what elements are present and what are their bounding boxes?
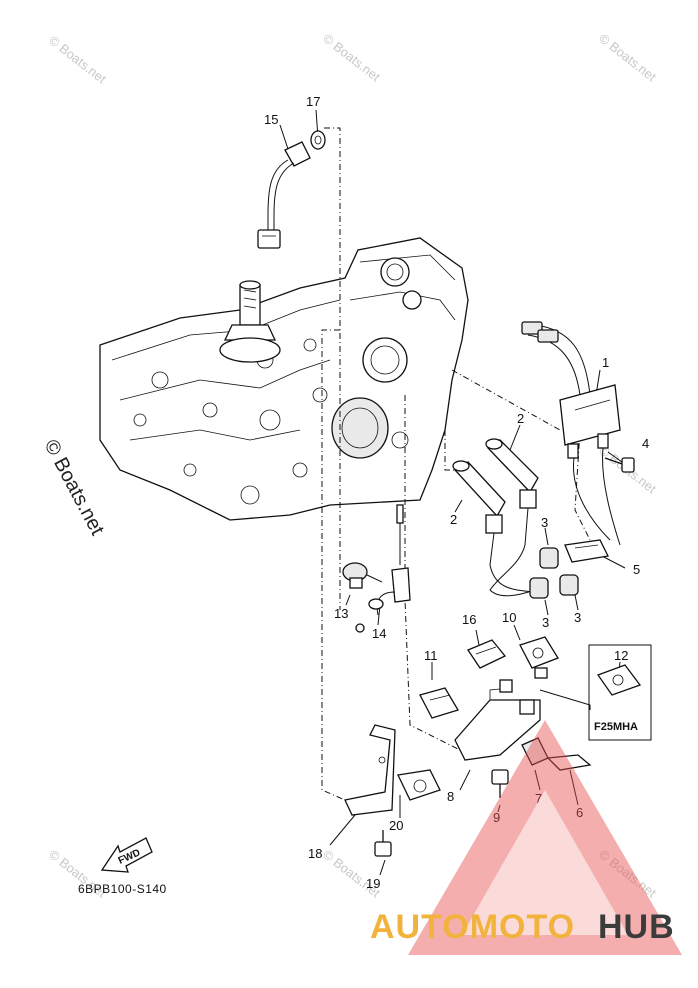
part-8-bracket (454, 679, 541, 761)
callout-2-lower: 2 (450, 512, 457, 527)
diagram-code: 6BPB100-S140 (78, 882, 167, 896)
part-4-bolt (604, 457, 635, 473)
part-15-temperature-sensor (257, 141, 311, 249)
part-16-clamp (467, 639, 507, 669)
callout-10: 10 (502, 610, 516, 625)
callout-5: 5 (633, 562, 640, 577)
callout-13: 13 (334, 606, 348, 621)
watermark-top-right: © Boats.net (596, 31, 659, 85)
part-9-bolt (491, 769, 509, 798)
watermark-top-left: © Boats.net (46, 33, 109, 87)
callout-3-upper: 3 (541, 515, 548, 530)
callout-17: 17 (306, 94, 320, 109)
callout-7: 7 (535, 791, 542, 806)
variant-box-label: F25MHA (594, 721, 638, 733)
part-5-holder (564, 539, 609, 563)
callout-19: 19 (366, 876, 380, 891)
callout-11: 11 (424, 648, 438, 663)
callout-4: 4 (642, 436, 649, 451)
watermark-top-center: © Boats.net (320, 31, 383, 85)
callout-12: 12 (614, 648, 628, 663)
callout-18: 18 (308, 846, 322, 861)
callout-8: 8 (447, 789, 454, 804)
logo-text-automoto: AUTOMOTO (370, 908, 575, 946)
watermark-left-large: © Boats.net (40, 436, 109, 539)
part-1-ignition-coil (521, 321, 621, 546)
part-19-bolt (374, 830, 392, 857)
callout-16: 16 (462, 612, 476, 627)
callout-numbers: 1 2 2 3 3 3 4 5 6 7 8 9 10 11 12 13 14 1… (264, 94, 649, 891)
variant-box: F25MHA (588, 644, 652, 741)
callout-3-right: 3 (574, 610, 581, 625)
engine-block (99, 237, 469, 521)
part-3-grommets (529, 547, 579, 599)
part-17-washer (310, 130, 326, 150)
part-2-spark-plug-caps (452, 438, 539, 597)
fwd-arrow-icon: FWD (100, 837, 153, 873)
callout-15: 15 (264, 112, 278, 127)
part-20-clamp (397, 769, 441, 801)
part-14-lead-wire (355, 504, 411, 633)
callout-14: 14 (372, 626, 386, 641)
part-10-clamp (519, 636, 559, 679)
callout-6: 6 (576, 805, 583, 820)
callout-1: 1 (602, 355, 609, 370)
callout-9: 9 (493, 810, 500, 825)
callout-20: 20 (389, 818, 403, 833)
watermark-bottom-center: © Boats.net (320, 847, 383, 901)
part-6-clip (546, 754, 592, 771)
logo-text-hub: HUB (598, 908, 675, 946)
callout-2-upper: 2 (517, 411, 524, 426)
part-13-thermo-switch (342, 562, 383, 589)
leader-lines (279, 109, 626, 876)
automotohub-logo: AUTOMOTO HUB (370, 720, 682, 955)
part-11-clamp (419, 687, 459, 719)
callout-3-left: 3 (542, 615, 549, 630)
part-18-bracket (344, 724, 396, 816)
